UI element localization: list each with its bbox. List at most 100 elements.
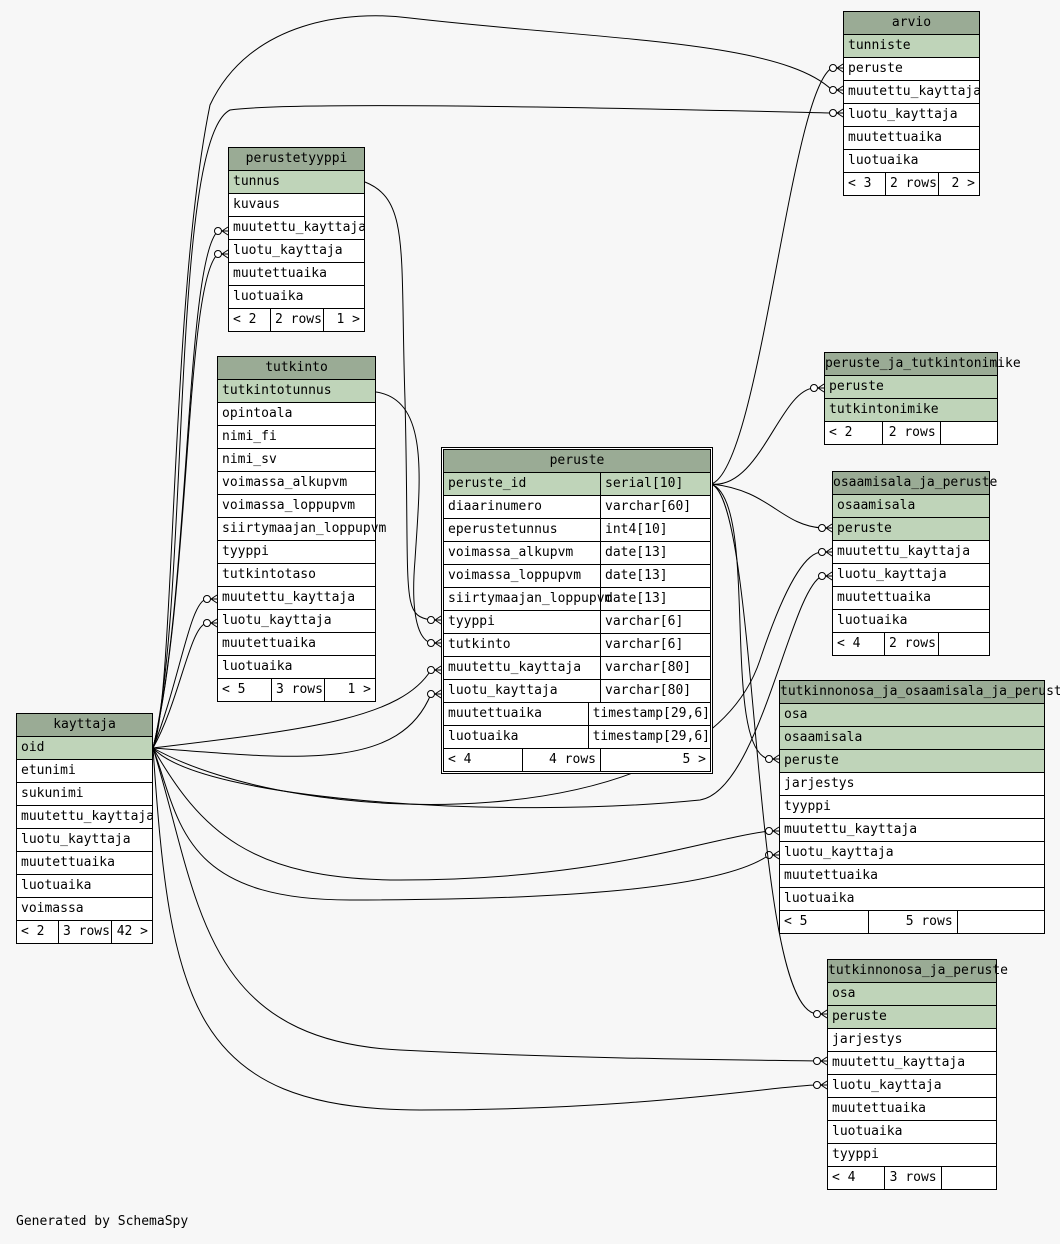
footer-right[interactable] bbox=[940, 1167, 996, 1189]
table-title[interactable]: tutkinnonosa_ja_osaamisala_ja_peruste bbox=[780, 681, 1060, 704]
table-title[interactable]: kayttaja bbox=[17, 714, 152, 737]
column-row[interactable]: muutettu_kayttaja bbox=[828, 1052, 996, 1075]
column-row[interactable]: tyyppi bbox=[780, 796, 1044, 819]
footer-right[interactable]: 42 > bbox=[110, 921, 152, 943]
column-row[interactable]: tunniste bbox=[844, 35, 979, 58]
table-title[interactable]: arvio bbox=[844, 12, 979, 35]
column-row[interactable]: tyyppi bbox=[828, 1144, 996, 1167]
footer-right[interactable]: 1 > bbox=[323, 679, 375, 701]
column-row[interactable]: luotu_kayttaja bbox=[229, 240, 364, 263]
column-row[interactable]: luotu_kayttaja bbox=[17, 829, 152, 852]
footer-right[interactable] bbox=[939, 422, 997, 444]
column-row[interactable]: muutettu_kayttaja bbox=[844, 81, 981, 104]
column-row[interactable]: luotuaika bbox=[828, 1121, 996, 1144]
column-row[interactable]: luotuaika bbox=[218, 656, 375, 679]
footer-right[interactable] bbox=[956, 911, 1044, 933]
table-title[interactable]: osaamisala_ja_peruste bbox=[833, 472, 997, 495]
table-title[interactable]: perustetyyppi bbox=[229, 148, 364, 171]
column-row[interactable]: tutkintonimike bbox=[825, 399, 997, 422]
column-row[interactable]: muutettu_kayttaja bbox=[780, 819, 1044, 842]
column-row[interactable]: etunimi bbox=[17, 760, 152, 783]
footer-left[interactable]: < 5 bbox=[222, 682, 246, 697]
column-row[interactable]: sukunimi bbox=[17, 783, 152, 806]
column-row[interactable]: luotu_kayttaja bbox=[844, 104, 979, 127]
column-row[interactable]: peruste bbox=[825, 376, 997, 399]
column-row[interactable]: luotu_kayttaja bbox=[218, 610, 375, 633]
column-row[interactable]: nimi_sv bbox=[218, 449, 375, 472]
column-row[interactable]: osaamisala bbox=[833, 495, 989, 518]
column-row[interactable]: osaamisala bbox=[780, 727, 1044, 750]
footer-left[interactable]: < 5 bbox=[784, 914, 808, 929]
footer-left[interactable]: < 3 bbox=[848, 176, 872, 191]
column-row[interactable]: muutettuaika bbox=[844, 127, 979, 150]
column-row[interactable]: luotuaika bbox=[229, 286, 364, 309]
footer-left[interactable]: < 4 bbox=[832, 1170, 856, 1185]
footer-right[interactable] bbox=[937, 633, 989, 655]
table-title[interactable]: tutkinto bbox=[218, 357, 375, 380]
column-row[interactable]: opintoala bbox=[218, 403, 375, 426]
footer-left[interactable]: < 2 bbox=[233, 312, 257, 327]
column-row[interactable]: voimassa bbox=[17, 898, 152, 921]
column-row[interactable]: muutettuaika bbox=[229, 263, 364, 286]
column-row[interactable]: osa bbox=[780, 704, 1044, 727]
table-title[interactable]: peruste_ja_tutkintonimike bbox=[825, 353, 1021, 376]
column-row[interactable]: peruste bbox=[833, 518, 989, 541]
column-row[interactable]: osa bbox=[828, 983, 996, 1006]
column-row[interactable]: muutettu_kayttaja bbox=[218, 587, 375, 610]
footer-left[interactable]: < 2 bbox=[829, 425, 853, 440]
footer-right[interactable]: 1 > bbox=[322, 309, 364, 331]
column-row[interactable]: tutkintotunnus bbox=[218, 380, 375, 403]
column-row[interactable]: muutettuaika bbox=[17, 852, 152, 875]
column-row[interactable]: luotu_kayttaja bbox=[833, 564, 989, 587]
column-row[interactable]: siirtymaajan_loppupvm bbox=[218, 518, 386, 541]
column-row[interactable]: peruste bbox=[780, 750, 1044, 773]
column-row[interactable]: muutettuaika bbox=[218, 633, 375, 656]
column-row[interactable]: luotuaika bbox=[833, 610, 989, 633]
column-row[interactable]: muutettuaika bbox=[828, 1098, 996, 1121]
footer-right[interactable]: 5 > bbox=[600, 749, 710, 771]
column-row[interactable]: voimassa_alkupvm bbox=[218, 472, 375, 495]
column-row[interactable]: muutettuaika bbox=[833, 587, 989, 610]
footer-left[interactable]: < 2 bbox=[21, 924, 45, 939]
column-row[interactable]: luotu_kayttaja bbox=[828, 1075, 996, 1098]
column-row[interactable]: muutettuaika bbox=[780, 865, 1044, 888]
column-row[interactable]: muutettu_kayttaja bbox=[833, 541, 989, 564]
column-row[interactable]: muutettu_kayttaja bbox=[17, 806, 154, 829]
column-row[interactable]: voimassa_loppupvm bbox=[218, 495, 375, 518]
column-row[interactable]: kuvaus bbox=[229, 194, 364, 217]
table-title[interactable]: peruste bbox=[444, 450, 710, 473]
column-row[interactable]: luotuaika bbox=[844, 150, 979, 173]
column-row[interactable]: peruste bbox=[828, 1006, 996, 1029]
column-row[interactable]: tutkintotaso bbox=[218, 564, 375, 587]
column-row[interactable]: jarjestys bbox=[780, 773, 1044, 796]
column-row[interactable]: peruste bbox=[844, 58, 979, 81]
column-row[interactable]: luotuaika bbox=[780, 888, 1044, 911]
column-row[interactable]: luotu_kayttaja bbox=[780, 842, 1044, 865]
column-row[interactable]: nimi_fi bbox=[218, 426, 375, 449]
column-row[interactable]: tunnus bbox=[229, 171, 364, 194]
column-row[interactable]: tyyppi bbox=[218, 541, 375, 564]
table-title[interactable]: tutkinnonosa_ja_peruste bbox=[828, 960, 1008, 983]
column-row[interactable]: luotuaika bbox=[17, 875, 152, 898]
